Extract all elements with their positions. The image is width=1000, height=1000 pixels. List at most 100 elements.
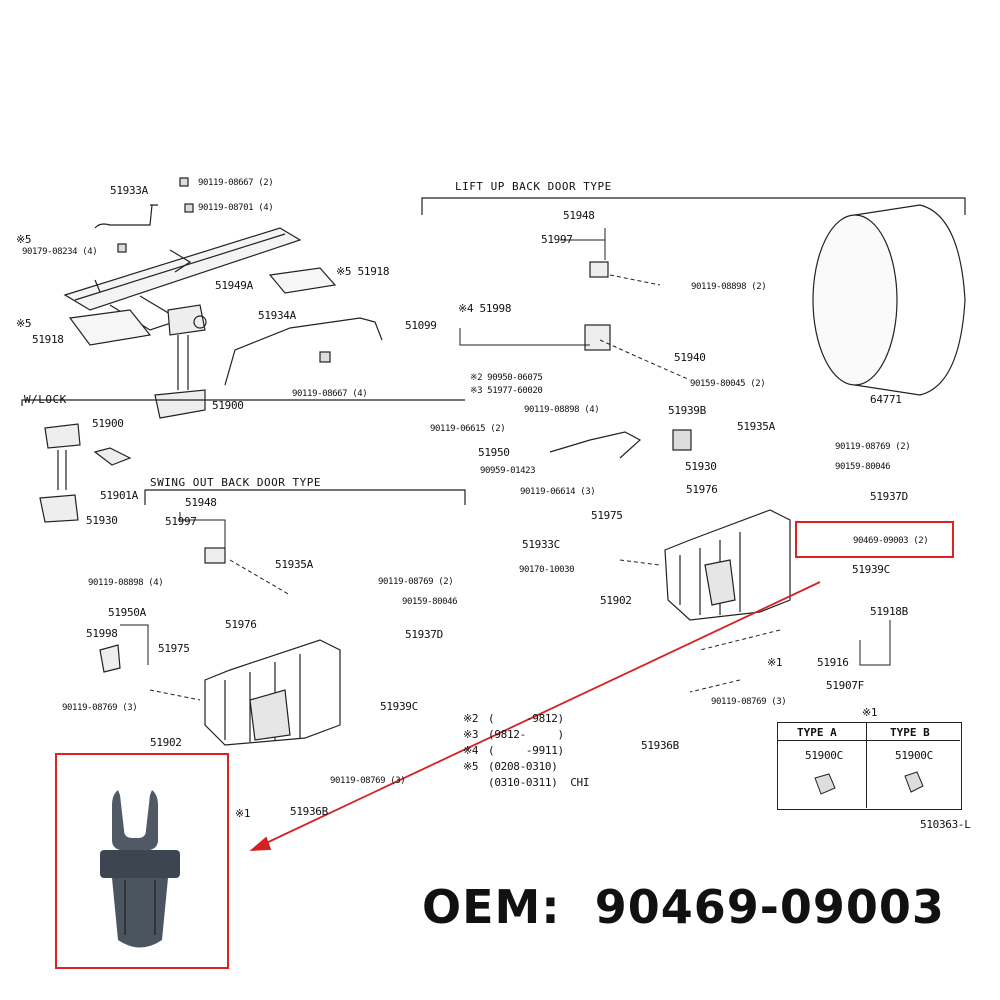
w-lock-bracket bbox=[21, 399, 465, 406]
spare-tire-drawing bbox=[812, 204, 966, 396]
part-label: 51948 bbox=[185, 496, 217, 509]
part-label: 51902 bbox=[150, 736, 182, 749]
part-label: 90119-08898 (4) bbox=[524, 405, 600, 415]
oem-number: OEM: 90469-09003 bbox=[422, 880, 945, 934]
part-label: 51975 bbox=[591, 509, 623, 522]
footnote-range: (0208-0310) bbox=[488, 760, 558, 773]
part-label: 51900 bbox=[212, 399, 244, 412]
bracket-51933a-drawing bbox=[94, 204, 158, 229]
highlight-box-part bbox=[795, 521, 954, 558]
part-label: ※5 bbox=[16, 233, 32, 246]
part-label: 51949A bbox=[215, 279, 253, 292]
part-label: 51948 bbox=[563, 209, 595, 222]
plate-51918-right-drawing bbox=[268, 267, 337, 294]
part-label: 51976 bbox=[225, 618, 257, 631]
part-label: ※1 bbox=[767, 656, 783, 669]
part-label: 51935A bbox=[275, 558, 313, 571]
part-label: 90159-80045 (2) bbox=[690, 379, 766, 389]
part-label: 64771 bbox=[870, 393, 902, 406]
plate-51918-left-drawing bbox=[68, 309, 152, 346]
part-label: 51934A bbox=[258, 309, 296, 322]
part-label: 51976 bbox=[686, 483, 718, 496]
part-label: 90170-10030 bbox=[519, 565, 575, 575]
part-label: 51918B bbox=[870, 605, 908, 618]
type-b-part: 51900C bbox=[895, 749, 933, 762]
part-label: 51939C bbox=[380, 700, 418, 713]
cable-51934a-drawing bbox=[224, 317, 383, 386]
part-label: 51939C bbox=[852, 563, 890, 576]
footnote-mark: ※4 bbox=[463, 744, 479, 757]
highlight-arrow bbox=[249, 581, 821, 852]
highlight-box-photo bbox=[55, 753, 229, 969]
part-label: 51939B bbox=[668, 404, 706, 417]
part-label: 51902 bbox=[600, 594, 632, 607]
part-label: 51933C bbox=[522, 538, 560, 551]
part-label: ※2 90950-06075 bbox=[470, 373, 543, 383]
part-label: 90119-06615 (2) bbox=[430, 424, 506, 434]
lift-up-bracket bbox=[421, 197, 966, 215]
part-label: 90959-01423 bbox=[480, 466, 536, 476]
part-label: 51997 bbox=[541, 233, 573, 246]
type-table-icons bbox=[814, 771, 924, 795]
part-label: 90469-09003 (2) bbox=[853, 536, 929, 546]
lift-up-section-title: LIFT UP BACK DOOR TYPE bbox=[455, 180, 612, 193]
part-label: 51930 bbox=[86, 514, 118, 527]
bolt-90119-drawing bbox=[117, 177, 331, 363]
part-label: 90119-08769 (2) bbox=[835, 442, 911, 452]
footnote-mark: ※3 bbox=[463, 728, 479, 741]
part-label: 51907F bbox=[826, 679, 864, 692]
footnote-range: (9812- ) bbox=[488, 728, 564, 741]
part-label: 51998 bbox=[86, 627, 118, 640]
part-label: 51918 bbox=[32, 333, 64, 346]
part-label: 90119-08769 (2) bbox=[378, 577, 454, 587]
part-label: 51937D bbox=[405, 628, 443, 641]
part-label: 90119-06614 (3) bbox=[520, 487, 596, 497]
part-label: 51935A bbox=[737, 420, 775, 433]
part-label: 51099 bbox=[405, 319, 437, 332]
type-a-part: 51900C bbox=[805, 749, 843, 762]
part-label: 51940 bbox=[674, 351, 706, 364]
type-b-header: TYPE B bbox=[890, 726, 930, 739]
carrier-swing-out-drawing bbox=[99, 547, 341, 746]
type-table-divider-h bbox=[777, 740, 960, 741]
footnote-range: (0310-0311) CHI bbox=[488, 776, 590, 789]
part-label: 51916 bbox=[817, 656, 849, 669]
part-label: 90119-08769 (3) bbox=[62, 703, 138, 713]
type-table-marker: ※1 bbox=[862, 706, 878, 719]
clip-photo bbox=[100, 790, 180, 948]
part-label: 51997 bbox=[165, 515, 197, 528]
part-label: 90119-08898 (2) bbox=[691, 282, 767, 292]
part-label: ※1 bbox=[235, 807, 251, 820]
swing-out-bracket bbox=[144, 489, 466, 505]
part-label: 90119-08667 (2) bbox=[198, 178, 274, 188]
part-label: 51950 bbox=[478, 446, 510, 459]
part-label: ※5 bbox=[16, 317, 32, 330]
type-table-divider-v bbox=[866, 722, 867, 808]
document-code: 510363-L bbox=[920, 818, 971, 831]
part-label: ※5 51918 bbox=[336, 265, 390, 278]
part-label: 90119-08898 (4) bbox=[88, 578, 164, 588]
footnote-range: ( -9812) bbox=[488, 712, 564, 725]
w-lock-section-title: W/LOCK bbox=[24, 393, 67, 406]
part-label: ※3 51977-60020 bbox=[470, 386, 543, 396]
part-label: 51936B bbox=[290, 805, 328, 818]
type-table bbox=[777, 722, 962, 810]
part-label: 51936B bbox=[641, 739, 679, 752]
carrier-lift-up-drawing bbox=[549, 261, 791, 621]
part-label: 90119-08701 (4) bbox=[198, 203, 274, 213]
part-label: 51900 bbox=[92, 417, 124, 430]
part-label: 51901A bbox=[100, 489, 138, 502]
part-label: 90119-08769 (3) bbox=[330, 776, 406, 786]
swing-out-section-title: SWING OUT BACK DOOR TYPE bbox=[150, 476, 321, 489]
footnote-range: ( -9911) bbox=[488, 744, 564, 757]
part-label: 90159-80046 bbox=[402, 597, 458, 607]
part-label: 51937D bbox=[870, 490, 908, 503]
part-label: 51975 bbox=[158, 642, 190, 655]
part-label: ※4 51998 bbox=[458, 302, 512, 315]
type-a-header: TYPE A bbox=[797, 726, 837, 739]
part-label: 90179-08234 (4) bbox=[22, 247, 98, 257]
crossmember-drawing bbox=[63, 227, 302, 331]
part-label: 90159-80046 bbox=[835, 462, 891, 472]
